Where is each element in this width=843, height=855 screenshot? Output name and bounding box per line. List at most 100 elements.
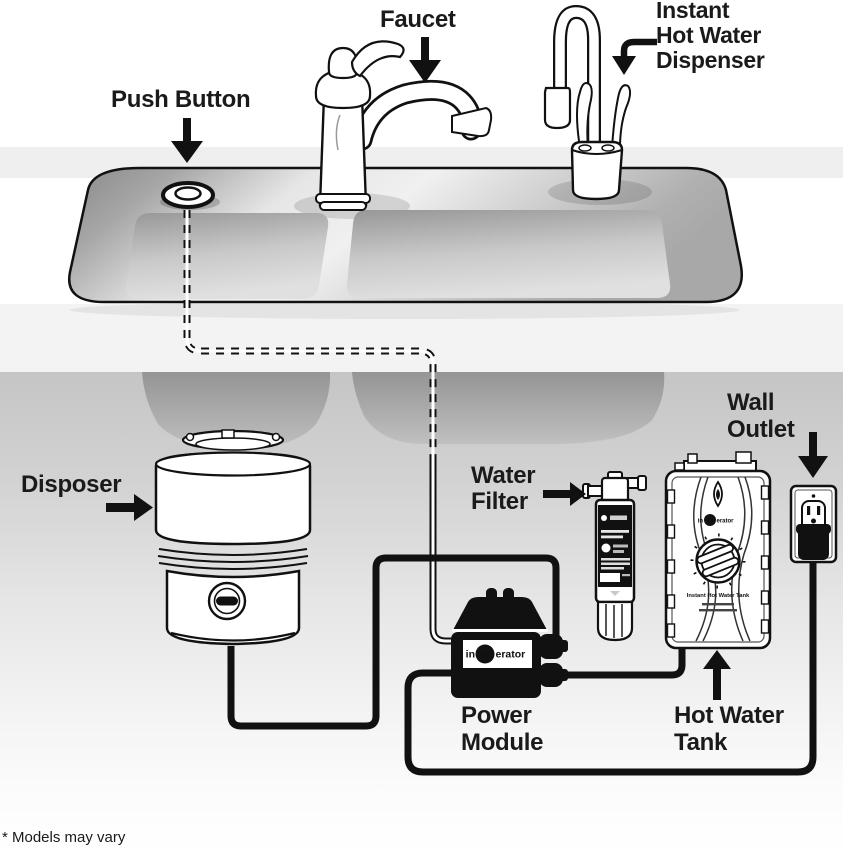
disposer-groove	[157, 555, 309, 563]
disposer-arrow	[106, 494, 153, 521]
tank-side-tabs	[666, 485, 770, 638]
dispenser-base-hole	[578, 144, 592, 152]
dispenser-neck	[555, 7, 599, 165]
counter-front-band	[0, 304, 843, 372]
power-module: in sink erator	[451, 588, 568, 698]
tank-power-cord	[552, 646, 686, 679]
plug	[798, 526, 829, 560]
filter-ribs	[605, 604, 623, 638]
filter-label-line	[601, 535, 623, 539]
wall-outlet-arrow	[798, 432, 828, 478]
faucet-label: Faucet	[380, 6, 456, 33]
push-button	[160, 181, 220, 210]
push-button-cable-core	[185, 210, 435, 456]
disposer-badge-pill	[216, 596, 238, 606]
left-bowl-underside	[142, 372, 331, 450]
power-module-logo-pre: in	[466, 649, 475, 661]
outlet-ground-hole	[811, 518, 816, 524]
filter-bottom-cup	[596, 600, 634, 642]
push-button-label: Push Button	[111, 86, 251, 113]
dispenser-spout-tip	[543, 86, 572, 130]
flame-icon	[713, 480, 723, 508]
filter-label-logo	[610, 515, 627, 520]
models-may-vary-note: * Models may vary	[2, 829, 126, 846]
instant-hot-water-dispenser	[543, 4, 632, 201]
push-button-arrow	[171, 118, 203, 163]
right-bowl	[346, 210, 671, 298]
disposer-bottom-rim	[170, 631, 296, 642]
power-module-seam	[452, 629, 548, 632]
filter-label-line	[622, 574, 630, 577]
dispenser-right-lever	[610, 84, 632, 149]
power-module-upper-connector	[539, 634, 563, 659]
instant-hot-water-dispenser-label: Instant Hot Water Dispenser	[656, 0, 765, 73]
disposer-mount-ring	[195, 437, 271, 451]
power-module-connector-tip	[560, 669, 568, 681]
filter-label-code-plate	[600, 573, 620, 582]
push-button-cable-solid-core	[431, 456, 454, 643]
dispenser-left-lever	[576, 82, 593, 149]
disposer-bolt	[271, 432, 281, 442]
disposer-bolt	[185, 432, 195, 442]
filter-label-logo-dot	[601, 515, 607, 521]
dispenser-arrow	[612, 38, 657, 75]
power-module-roof	[453, 597, 547, 630]
push-button-cap	[174, 186, 202, 201]
disposer-clamp	[221, 429, 235, 439]
outlet-power-cord	[404, 556, 817, 776]
filter-label-line	[613, 544, 628, 548]
tank-bracket-tab	[735, 451, 752, 464]
power-module-label	[463, 640, 532, 668]
tank-text-line	[699, 609, 737, 612]
filter-label-line	[601, 558, 630, 561]
faucet-aerator	[451, 106, 493, 138]
disposer-power-cord	[227, 554, 560, 730]
faucet-handle	[350, 40, 405, 78]
sink-shadow	[70, 301, 740, 319]
filter-label-line	[601, 530, 629, 533]
tank-dial-slot	[696, 543, 740, 578]
filter-triangle-mark	[610, 591, 620, 596]
faucet	[314, 40, 493, 211]
tank-dial-ticks	[690, 533, 746, 589]
tank-logo-pre: in	[698, 519, 704, 525]
power-module-logo-post: erator	[496, 649, 526, 661]
tank-text-line	[702, 603, 734, 606]
water-filter-arrow	[543, 482, 586, 506]
power-module-logo-circle	[475, 644, 495, 664]
power-module-connector-tip	[560, 640, 568, 652]
outlet-slot	[817, 506, 821, 515]
wall-outlet-label: Wall Outlet	[727, 389, 795, 443]
hot-water-tank-label: Hot Water Tank	[674, 702, 784, 756]
faucet-highlight	[335, 114, 341, 151]
tank-logo-post: erator	[717, 519, 735, 525]
faucet-base	[319, 201, 367, 211]
flame-icon-inner	[716, 489, 720, 500]
filter-label-line	[613, 550, 624, 553]
hot-water-tank: in sink erator Instant Hot Water Tank	[664, 451, 772, 650]
sink	[67, 166, 744, 304]
faucet-arrow	[409, 37, 441, 83]
tank-wave-line	[737, 476, 753, 642]
disposer-top	[154, 451, 312, 477]
filter-label-line	[601, 567, 624, 570]
disposer-groove	[158, 548, 308, 556]
dispenser-base-collar	[571, 149, 623, 155]
left-bowl	[125, 213, 329, 299]
dispenser-base-hole	[601, 144, 615, 152]
tank-bracket-tab	[687, 453, 698, 464]
power-module-label: Power Module	[461, 702, 544, 756]
dispenser-base	[570, 140, 624, 201]
disposer-groove	[158, 562, 308, 570]
power-module-logo-mid: sink	[480, 652, 490, 658]
water-filter	[582, 471, 647, 642]
water-filter-label: Water Filter	[471, 462, 536, 515]
tank-logo-circle	[704, 514, 716, 526]
disposer: insinkerator	[154, 429, 312, 646]
tank-bracket-hook	[674, 462, 685, 471]
filter-label-badge	[601, 543, 611, 553]
filter-right-fitting-cap	[637, 475, 647, 491]
power-module-lower-connector	[539, 663, 563, 687]
